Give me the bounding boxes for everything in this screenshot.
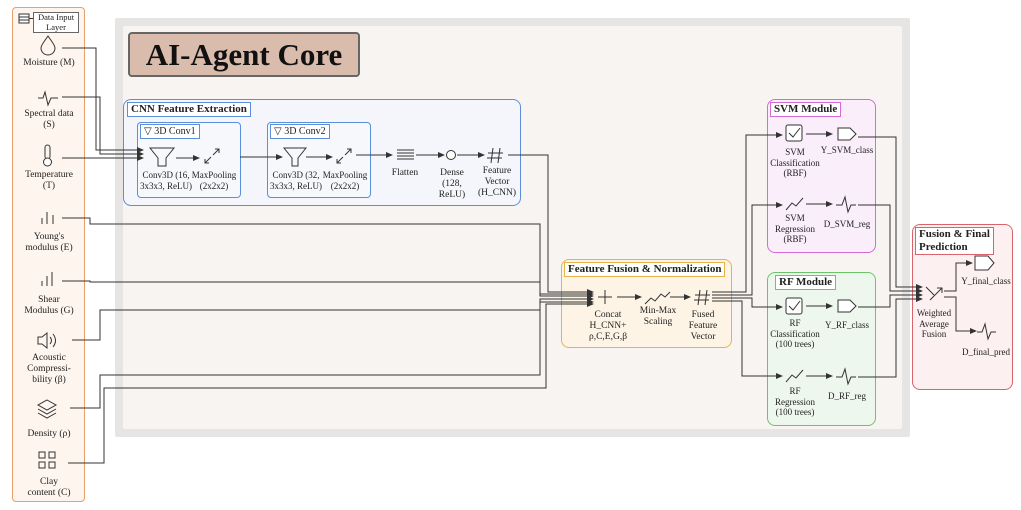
funnel-icon-conv1 bbox=[148, 147, 176, 167]
rf-class-output: Y_RF_class bbox=[824, 320, 869, 330]
pooling-icon-2 bbox=[336, 148, 352, 164]
input-layer-title: Data Input Layer bbox=[33, 12, 79, 33]
connector-fusion-class bbox=[944, 260, 973, 292]
connector-fused-rf-reg bbox=[712, 300, 783, 379]
input-temperature-label: Temperature (T) bbox=[25, 170, 73, 191]
concat-label: Concat H_CNN+ ρ,C,E,G,β bbox=[588, 310, 628, 342]
funnel-mini-icon: ▽ bbox=[274, 126, 285, 137]
pool2-label: MaxPooling (2x2x2) bbox=[322, 170, 368, 191]
input-density-label: Density (ρ) bbox=[27, 429, 71, 439]
rf-title: RF Module bbox=[775, 275, 837, 290]
grid-icon bbox=[38, 451, 56, 469]
input-acoustic-label: Acoustic Compressi- bility (β) bbox=[27, 353, 71, 385]
trend-icon-rf bbox=[785, 369, 804, 383]
conv2-title-text: 3D Conv2 bbox=[284, 126, 326, 137]
hash-icon-feature bbox=[487, 147, 503, 164]
input-clay-label: Clay content (C) bbox=[27, 477, 71, 498]
final-title: Fusion & Final Prediction bbox=[915, 227, 994, 255]
merge-icon-fusion bbox=[925, 286, 943, 301]
conv1-title-text: 3D Conv1 bbox=[154, 126, 196, 137]
connector-fused-svm-reg bbox=[712, 202, 783, 296]
connector-svmreg-fusion bbox=[858, 204, 923, 294]
svm-class-output: Y_SVM_class bbox=[820, 145, 874, 155]
final-class-output: Y_final_class bbox=[961, 276, 1011, 286]
input-moisture-label: Moisture (M) bbox=[23, 58, 75, 68]
speaker-icon bbox=[37, 331, 56, 350]
fused-label: Fused Feature Vector bbox=[688, 310, 718, 342]
connector-fusion-pred bbox=[944, 296, 977, 334]
connector-spectral bbox=[62, 96, 144, 157]
bars-icon-shear bbox=[41, 272, 53, 286]
svm-regression-label: SVM Regression (RBF) bbox=[775, 213, 815, 244]
trend-icon-svm bbox=[785, 197, 804, 211]
svm-classification-label: SVM Classification (RBF) bbox=[770, 147, 820, 178]
pool1-label: MaxPooling (2x2x2) bbox=[191, 170, 237, 191]
connector-feature-concat bbox=[508, 154, 594, 295]
tag-icon-final-class bbox=[974, 255, 995, 271]
check-box-icon-svm bbox=[785, 124, 803, 142]
layers-icon bbox=[36, 399, 58, 419]
input-youngs-label: Young's modulus (E) bbox=[25, 232, 73, 253]
connector-fused-rf-class bbox=[712, 297, 783, 310]
connector-fused-svm-class bbox=[712, 132, 783, 293]
bars-icon-youngs bbox=[41, 212, 54, 224]
conv1-title: ▽ 3D Conv1 bbox=[140, 124, 200, 139]
flatten-label: Flatten bbox=[391, 168, 419, 178]
input-spectral-label: Spectral data (S) bbox=[24, 109, 74, 130]
pulse-icon-rf bbox=[836, 367, 856, 386]
pulse-icon-svm bbox=[836, 195, 856, 214]
connector-rfclass-fusion bbox=[858, 292, 923, 308]
fusion-title: Feature Fusion & Normalization bbox=[564, 262, 726, 277]
connector-shear bbox=[62, 280, 594, 299]
dense-label: Dense (128, ReLU) bbox=[438, 168, 466, 200]
droplet-icon bbox=[40, 35, 56, 56]
tag-icon-rf-class bbox=[837, 299, 857, 313]
conv2-title: ▽ 3D Conv2 bbox=[270, 124, 330, 139]
connector-clay bbox=[68, 301, 594, 464]
dense-node-icon bbox=[446, 150, 456, 160]
core-title-box bbox=[128, 32, 360, 77]
pooling-icon-1 bbox=[204, 148, 220, 164]
svm-panel bbox=[767, 99, 876, 253]
conv2-label: Conv3D (32, 3x3x3, ReLU) bbox=[270, 170, 322, 191]
feature-vector-label: Feature Vector (H_CNN) bbox=[478, 166, 516, 198]
tag-icon-svm-class bbox=[837, 127, 857, 141]
input-shear-label: Shear Modulus (G) bbox=[24, 295, 74, 316]
hash-icon-fused bbox=[694, 289, 710, 306]
rf-panel bbox=[767, 272, 876, 426]
funnel-mini-icon: ▽ bbox=[144, 126, 155, 137]
final-pred-output: D_final_pred bbox=[962, 347, 1010, 357]
flatten-icon bbox=[397, 149, 414, 160]
conv1-label: Conv3D (16, 3x3x3, ReLU) bbox=[140, 170, 192, 191]
check-box-icon-rf bbox=[785, 297, 803, 315]
rf-classification-label: RF Classification (100 trees) bbox=[770, 318, 820, 349]
connector-rfreg-fusion bbox=[858, 296, 923, 378]
svm-reg-output: D_SVM_reg bbox=[823, 219, 871, 229]
pulse-icon-final bbox=[977, 322, 996, 341]
spectrum-icon bbox=[38, 90, 58, 107]
cnn-title: CNN Feature Extraction bbox=[127, 102, 251, 117]
funnel-icon-conv2 bbox=[282, 147, 308, 167]
scaling-label: Min-Max Scaling bbox=[639, 306, 677, 327]
connector-density bbox=[70, 299, 594, 409]
thermometer-icon bbox=[43, 144, 52, 167]
scaling-icon bbox=[644, 291, 671, 305]
connector-youngs bbox=[62, 217, 594, 297]
connector-moisture bbox=[62, 47, 144, 153]
final-fusion-label: Weighted Average Fusion bbox=[916, 308, 952, 339]
plus-icon-concat bbox=[598, 290, 612, 304]
input-layer-panel bbox=[12, 7, 85, 502]
core-title: AI-Agent Core bbox=[145, 37, 343, 72]
rf-reg-output: D_RF_reg bbox=[828, 391, 866, 401]
svm-title: SVM Module bbox=[770, 102, 842, 117]
connector-svmclass-fusion bbox=[858, 136, 923, 290]
database-icon bbox=[18, 13, 33, 24]
rf-regression-label: RF Regression (100 trees) bbox=[775, 386, 815, 417]
connector-acoustic bbox=[72, 296, 594, 341]
connectors bbox=[62, 47, 977, 464]
